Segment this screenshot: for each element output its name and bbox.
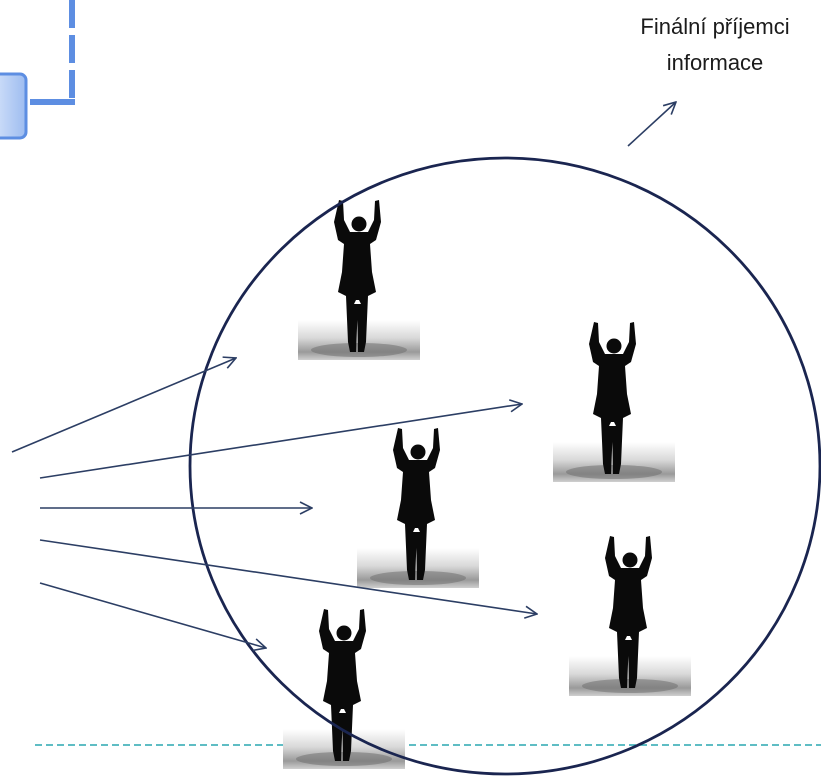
person-figure bbox=[298, 192, 420, 360]
caption-line-1: Finální příjemci bbox=[640, 14, 790, 39]
corner-connector bbox=[30, 0, 75, 105]
recipients-circle bbox=[188, 156, 821, 776]
arrow-to-person bbox=[39, 404, 522, 479]
caption-line-2: informace bbox=[666, 50, 764, 75]
arrow-to-person bbox=[39, 582, 266, 648]
arrow-to-person bbox=[39, 539, 537, 614]
information-arrows bbox=[11, 358, 537, 648]
corner-box bbox=[0, 72, 28, 140]
person-figure bbox=[357, 420, 479, 588]
caption-pointer-arrow bbox=[627, 102, 676, 147]
person-figure bbox=[569, 528, 691, 696]
arrow-to-person bbox=[11, 358, 236, 453]
person-figure bbox=[553, 314, 675, 482]
person-figure bbox=[283, 601, 405, 769]
